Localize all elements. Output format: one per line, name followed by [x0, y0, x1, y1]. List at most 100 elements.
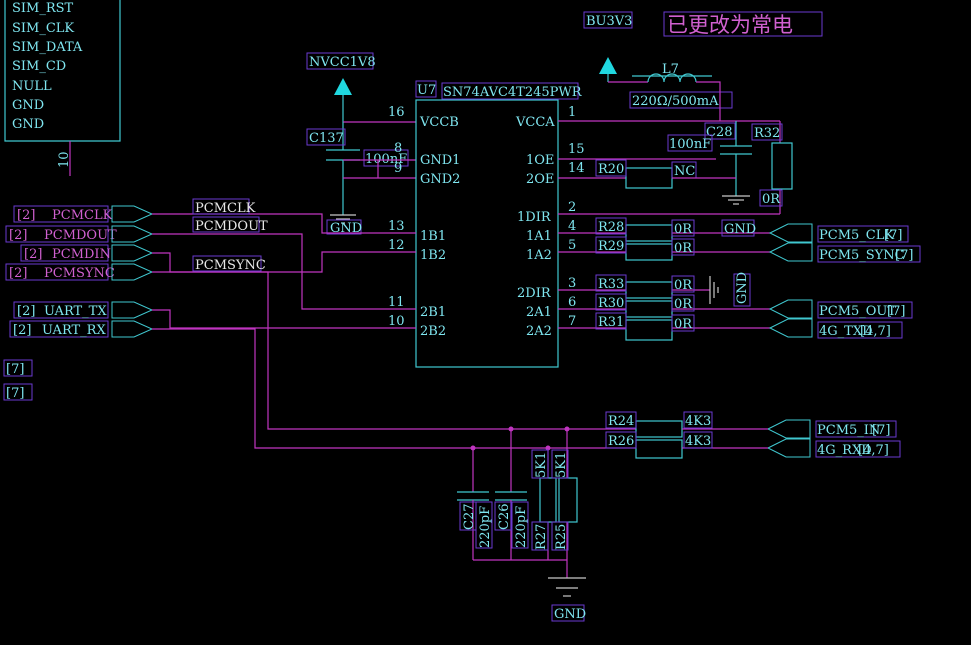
ic-left-pin-name: GND1 — [420, 153, 460, 168]
sim-pin-4: SIM_CD — [12, 59, 66, 74]
ic-right-pin-num: 14 — [568, 161, 585, 176]
l7-value: 220Ω/500mA — [632, 94, 719, 109]
sim-connector: SIM_RST SIM_CLK SIM_DATA SIM_CD NULL GND… — [4, 0, 121, 176]
bu3v3-label: BU3V3 — [586, 14, 632, 29]
r33-ref: R33 — [598, 277, 624, 292]
sim-pin-number: 10 — [57, 151, 72, 168]
r28-value: 0R — [674, 222, 693, 237]
bu3v3-power: BU3V3 — [583, 11, 633, 82]
r29-ref: R29 — [598, 239, 624, 254]
r29-value: 0R — [674, 241, 693, 256]
r33-resistor: R33 0R — [558, 274, 710, 299]
r27-resistor: 5K1 R27 — [531, 449, 557, 560]
port-name: UART_TX — [44, 304, 107, 319]
r25-ref: R25 — [554, 524, 569, 550]
ic-right-pin-name: 1DIR — [517, 210, 552, 225]
nvcc-label: NVCC1V8 — [309, 55, 376, 70]
left-port-uart-rx[interactable]: [2] UART_RX — [9, 320, 154, 338]
r29-resistor: R29 0R — [558, 236, 770, 261]
sim-pin-5: NULL — [12, 79, 52, 94]
ic-left-pin-num: 13 — [388, 219, 405, 234]
gnd-label-c137: GND — [330, 221, 362, 236]
ic-right-pin-num: 3 — [568, 276, 576, 291]
gnd-label-c28: GND — [724, 222, 756, 237]
c137-ref: C137 — [309, 131, 344, 146]
ic-left-pin-name: GND2 — [420, 172, 460, 187]
ic-right-pin-name: 2A1 — [526, 305, 552, 320]
port-sheet: [2] — [17, 304, 35, 319]
left-port-pcmclk[interactable]: [2] PCMCLK — [13, 205, 154, 223]
r31-value: 0R — [674, 317, 693, 332]
left-port-pcmdin[interactable]: [2] PCMDIN — [20, 244, 154, 262]
right-port-pcm5-sync[interactable]: PCM5_SYNC [7] — [768, 242, 921, 263]
c137-capacitor: C137 100nF — [306, 122, 409, 215]
l7-ref: L7 — [662, 62, 679, 77]
ic-right-pin-name: 2OE — [526, 172, 554, 187]
port-sheet: [2] — [17, 208, 35, 223]
c28-capacitor: C28 100nF — [667, 121, 752, 196]
right-port-4g-rxd[interactable]: 4G_RXD [4,7] — [766, 438, 901, 458]
ic-left-pin-num: 16 — [388, 105, 405, 120]
port-sheet: [2] — [24, 247, 42, 262]
net-label-pcmclk: PCMCLK — [195, 201, 256, 216]
port-name: 4G_TXD — [819, 324, 873, 339]
ic-ref: U7 — [417, 83, 436, 98]
ic-right-pin-name: VCCA — [515, 115, 555, 130]
gnd-symbol-bottom — [548, 577, 586, 597]
port-name: PCMCLK — [52, 208, 113, 223]
port-sheet: [4,7] — [858, 443, 889, 458]
r26-resistor: R26 4K3 — [605, 431, 768, 459]
orphan-ref: [7] — [6, 362, 24, 377]
r20-ref: R20 — [598, 162, 624, 177]
r24-resistor: R24 4K3 — [605, 411, 768, 438]
right-port-pcm5-out[interactable]: PCM5_OUT [7] — [768, 299, 913, 319]
ic-right-pin-name: 2A2 — [526, 324, 552, 339]
ic-left-pin-name: 2B1 — [420, 305, 446, 320]
left-port-pcmsync[interactable]: [2] PCMSYNC — [5, 263, 154, 281]
r25-resistor: 5K1 R25 — [551, 449, 578, 560]
ic-left-pin-num: 11 — [388, 295, 405, 310]
ic-left-pin-name: 2B2 — [420, 324, 446, 339]
c28-ref: C28 — [706, 125, 733, 140]
r26-ref: R26 — [608, 434, 634, 449]
r27-ref: R27 — [534, 524, 549, 550]
c27-ref: C27 — [462, 504, 477, 531]
c27-capacitor: C27 220pF — [457, 491, 493, 560]
r30-ref: R30 — [598, 296, 624, 311]
ic-right-pin-name: 1A1 — [526, 229, 552, 244]
ic-left-pin-name: VCCB — [419, 115, 459, 130]
right-port-pcm5-clk[interactable]: PCM5_CLK [7] — [768, 223, 909, 243]
ic-left-pin-name: 1B1 — [420, 229, 446, 244]
nvcc-power: NVCC1V8 — [306, 52, 376, 122]
port-sheet: [4,7] — [860, 324, 891, 339]
c28-value: 100nF — [669, 137, 711, 152]
r24-ref: R24 — [608, 414, 634, 429]
ic-left-pin-num: 8 — [394, 141, 402, 156]
r30-resistor: R30 0R — [558, 293, 770, 318]
r32-resistor: R32 0R — [751, 121, 793, 214]
ic-u7: U7 SN74AVC4T245PWR 16 8 9 13 12 11 10 VC… — [388, 80, 585, 368]
r20-value: NC — [674, 164, 695, 179]
top-note: 已更改为常电 — [667, 13, 793, 37]
ic-right-pin-num: 2 — [568, 200, 576, 215]
gnd-symbol-c137 — [330, 214, 356, 224]
left-port-pcmdout[interactable]: [2] PCMDOUT — [5, 225, 154, 243]
port-name: PCM5_SYNC — [819, 248, 905, 263]
right-port-pcm5-in[interactable]: PCM5_IN [7] — [766, 419, 897, 439]
net-label-pcmdout: PCMDOUT — [195, 219, 268, 234]
port-name: PCMDIN — [52, 247, 111, 262]
ic-part: SN74AVC4T245PWR — [443, 85, 583, 100]
ic-left-pin-name: 1B2 — [420, 248, 446, 263]
right-port-4g-txd[interactable]: 4G_TXD [4,7] — [768, 318, 903, 339]
port-name: PCM5_OUT — [819, 304, 896, 319]
port-name: PCM5_CLK — [819, 228, 894, 243]
port-name: PCMSYNC — [44, 266, 115, 281]
port-name: 4G_RXD — [817, 443, 872, 458]
r20-resistor: R20 NC — [595, 159, 697, 189]
ic-left-pin-num: 12 — [388, 238, 405, 253]
left-port-uart-tx[interactable]: [2] UART_TX — [13, 301, 154, 319]
ic-right-pin-num: 6 — [568, 295, 576, 310]
r31-ref: R31 — [598, 315, 624, 330]
net-label-pcmsync: PCMSYNC — [195, 258, 266, 273]
r28-ref: R28 — [598, 220, 624, 235]
